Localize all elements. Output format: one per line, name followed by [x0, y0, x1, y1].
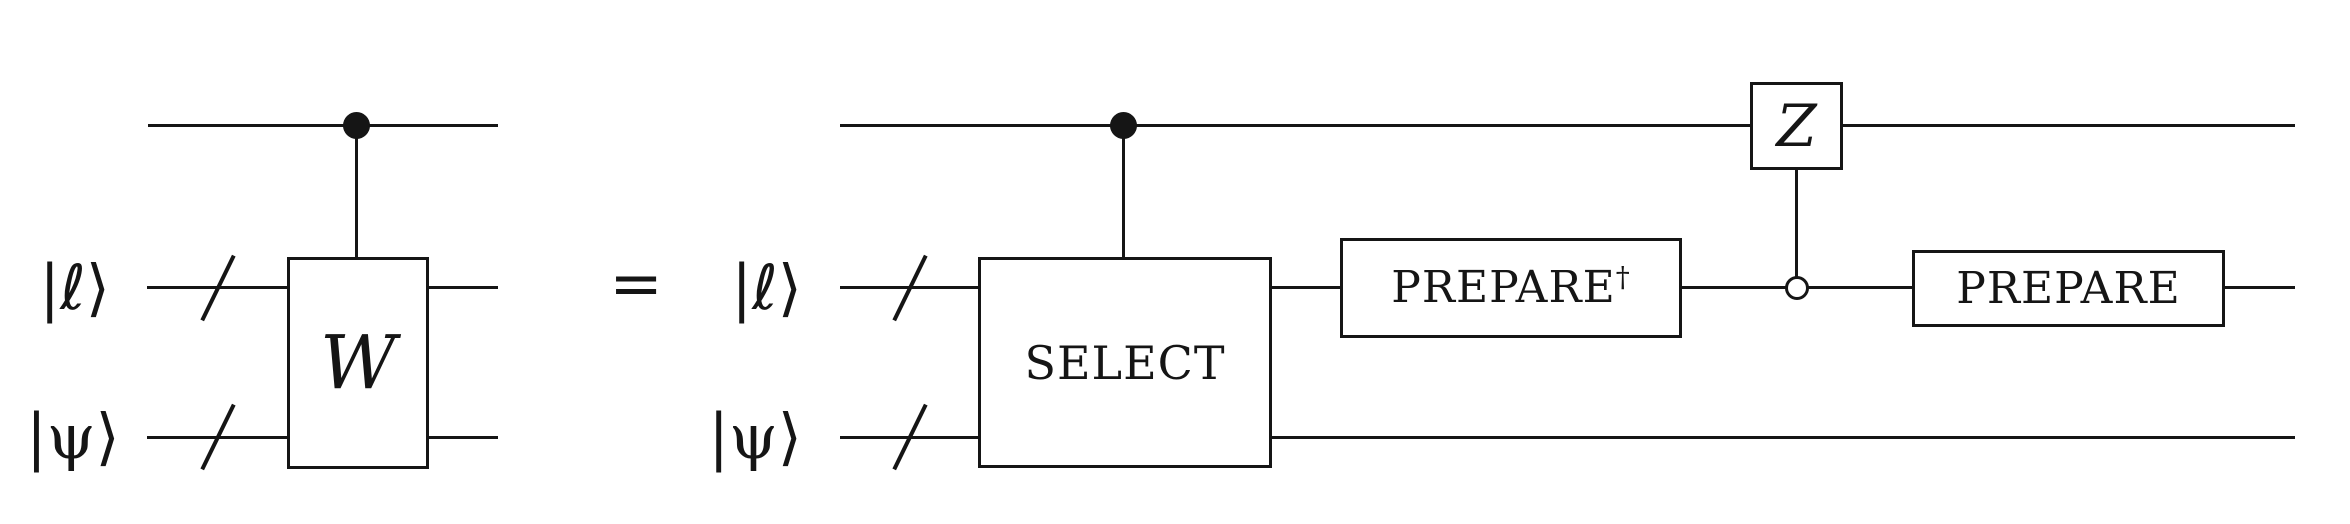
rhs-control-connector: [1122, 126, 1125, 258]
select-gate-label: SELECT: [1024, 335, 1226, 390]
select-gate-box: SELECT: [978, 257, 1272, 468]
rhs-ket-psi-label: |ψ⟩: [708, 400, 802, 473]
z-gate-box: Z: [1750, 82, 1843, 170]
lhs-ell-wire-out: [427, 286, 498, 289]
w-gate-box: W: [287, 257, 429, 469]
rhs-control-wire: [840, 124, 2295, 127]
lhs-control-wire: [148, 124, 498, 127]
w-gate-label: W: [319, 320, 397, 406]
prepare-gate-box: PREPARE: [1912, 250, 2225, 327]
equals-sign: =: [609, 247, 663, 321]
lhs-control-dot-icon: [343, 112, 370, 139]
lhs-psi-wire-out: [427, 436, 498, 439]
rhs-psi-wire: [840, 436, 2295, 439]
z-gate-label: Z: [1776, 92, 1817, 160]
prepare-gate-label: PREPARE: [1956, 262, 2181, 314]
lhs-ket-psi-label: |ψ⟩: [26, 400, 120, 473]
lhs-ket-ell-label: |ℓ⟩: [39, 251, 110, 324]
lhs-control-connector: [355, 126, 358, 258]
open-control-dot-icon: [1785, 276, 1809, 300]
z-control-connector: [1795, 170, 1798, 278]
prepare-dagger-gate-box: PREPARE†: [1340, 238, 1682, 338]
prepare-dagger-base-text: PREPARE: [1391, 262, 1616, 313]
rhs-control-dot-icon: [1110, 112, 1137, 139]
prepare-dagger-gate-label: PREPARE†: [1391, 263, 1630, 310]
dagger-superscript: †: [1615, 260, 1631, 294]
rhs-ket-ell-label: |ℓ⟩: [731, 251, 802, 324]
